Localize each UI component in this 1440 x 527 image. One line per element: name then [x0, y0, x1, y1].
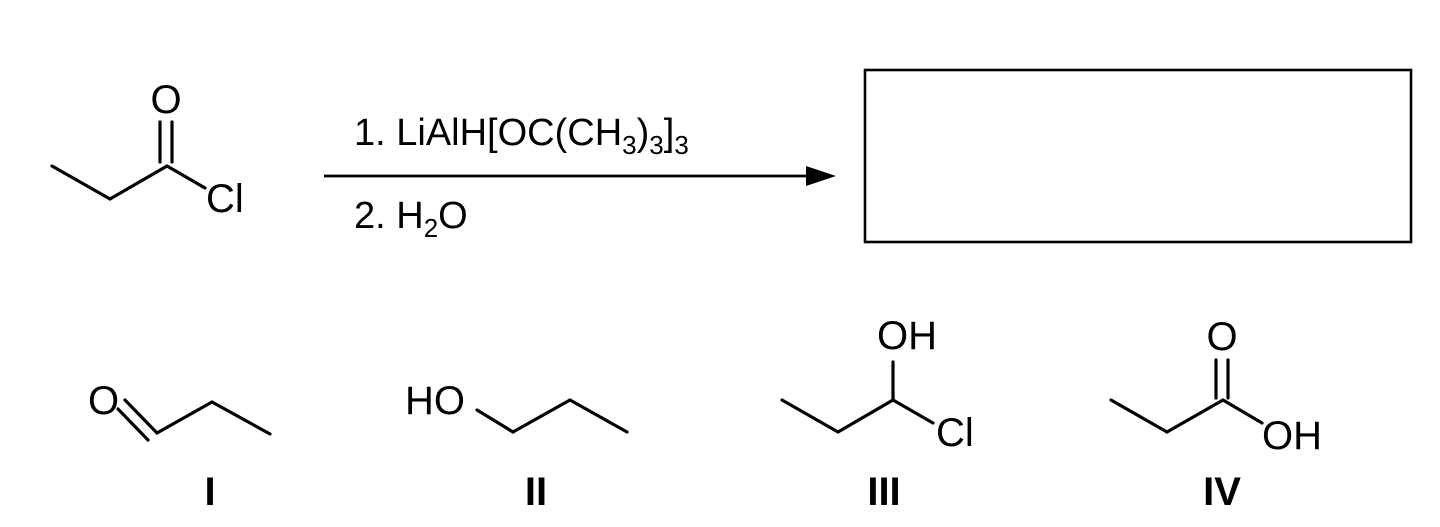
- choice-ii-bond-c2-c3: [568, 398, 629, 434]
- choice-iii-molecule: OH Cl III: [780, 314, 974, 514]
- choice-ii-bond-c1-c2: [511, 398, 572, 434]
- choice-i-bond-c1-c2: [155, 400, 214, 435]
- choice-iv-bond-c-oh: [1221, 398, 1264, 425]
- bond-c-cl: [165, 164, 207, 190]
- choice-i-oxygen-label: O: [88, 379, 119, 423]
- choice-iii-bond-c-cl: [891, 398, 935, 425]
- choice-iii-hydroxyl-label: OH: [877, 314, 937, 358]
- bond-c2-c3: [108, 164, 169, 201]
- choice-i-carbonyl-bond-a: [123, 398, 159, 435]
- choice-iv-bond-c1-c2: [1109, 398, 1169, 434]
- reagent-step-2-label: 2. H2O: [354, 195, 468, 243]
- choice-ii-hydroxyl-label: HO: [405, 379, 465, 423]
- choice-iii-bond-c2-c3: [836, 398, 895, 434]
- choice-ii-label: II: [525, 470, 547, 514]
- choice-i-bond-c2-c3: [210, 400, 272, 436]
- choice-iv-molecule: O OH IV: [1109, 315, 1322, 514]
- reactant-molecule: O Cl: [50, 78, 244, 221]
- choice-iii-bond-c1-c2: [780, 398, 840, 434]
- choice-iv-bond-c2-c3: [1165, 398, 1225, 434]
- choice-ii-molecule: HO II: [405, 379, 629, 514]
- choice-ii-bond-o-c1: [475, 408, 515, 434]
- reaction-arrow: [324, 166, 836, 186]
- reactant-chlorine-label: Cl: [206, 177, 244, 221]
- bond-c1-c2: [50, 164, 112, 201]
- choice-i-molecule: O I: [88, 379, 272, 514]
- product-answer-box[interactable]: [863, 68, 1413, 244]
- choice-iii-label: III: [867, 470, 900, 514]
- choice-iv-label: IV: [1203, 470, 1241, 514]
- reactant-oxygen-label: O: [150, 78, 181, 122]
- choice-i-label: I: [204, 470, 215, 514]
- reagents-step-1: 1. LiAlH[OC(CH3)3]3: [354, 112, 689, 160]
- reagents-step-2: 2. H2O: [354, 195, 468, 243]
- reaction-arrow-head: [806, 166, 836, 186]
- choice-iii-chlorine-label: Cl: [936, 411, 974, 455]
- choice-iv-hydroxyl-label: OH: [1262, 414, 1322, 458]
- choice-iv-oxygen-label: O: [1206, 315, 1237, 359]
- choice-i-carbonyl-bond-b: [116, 407, 150, 442]
- reagent-step-1-label: 1. LiAlH[OC(CH3)3]3: [354, 112, 689, 160]
